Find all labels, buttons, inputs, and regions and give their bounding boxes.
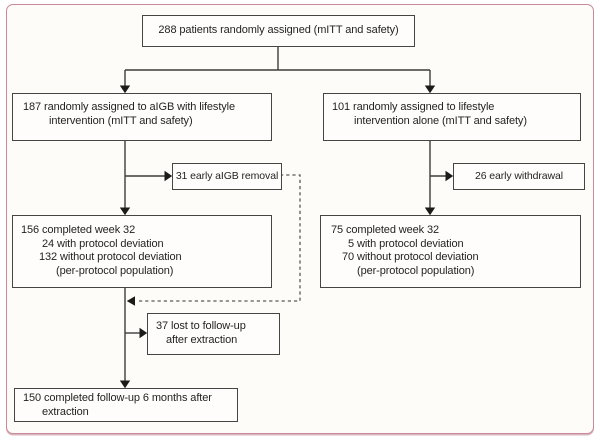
arrowhead-right-week32: [424, 207, 436, 216]
aigb-week32-line1: 156 completed week 32: [21, 224, 136, 236]
arrowhead-dashed-rejoin: [126, 296, 135, 306]
lifestyle-week32-line4: (per-protocol population): [357, 264, 475, 277]
aigb-week32-line4: (per-protocol population): [56, 264, 174, 277]
lifestyle-arm-line1: 101 randomly assigned to lifestyle: [332, 101, 495, 113]
box-lifestyle-arm: 101 randomly assigned to lifestyle inter…: [323, 93, 581, 141]
box-lost-followup: 37 lost to follow-up after extraction: [147, 313, 280, 355]
box-aigb-week32: 156 completed week 32 24 with protocol d…: [12, 215, 272, 288]
box-early-removal: 31 early aIGB removal: [172, 163, 282, 190]
lost-followup-line2: after extraction: [166, 333, 238, 346]
lifestyle-week32-line1: 75 completed week 32: [331, 224, 440, 236]
randomized-text: 288 patients randomly assigned (mITT and…: [158, 24, 399, 37]
arrowhead-lost-followup: [139, 327, 148, 339]
arrowhead-removal: [164, 170, 173, 182]
lifestyle-week32-line2: 5 with protocol deviation: [348, 237, 464, 250]
box-early-withdrawal: 26 early withdrawal: [453, 163, 585, 190]
lifestyle-week32-line3: 70 without protocol deviation: [342, 251, 479, 263]
completed-followup-line1: 150 completed follow-up 6 months after: [23, 392, 212, 404]
lifestyle-arm-line2: intervention alone (mITT and safety): [354, 114, 527, 127]
completed-followup-line2: extraction: [42, 405, 89, 418]
arrowhead-right-arm: [424, 85, 436, 94]
aigb-arm-line1: 187 randomly assigned to aIGB with lifes…: [23, 101, 236, 113]
early-removal-text: 31 early aIGB removal: [175, 169, 279, 182]
arrowhead-left-week32: [119, 207, 131, 216]
early-withdrawal-text: 26 early withdrawal: [475, 169, 563, 182]
aigb-arm-line2: intervention (mITT and safety): [49, 114, 193, 127]
box-aigb-arm: 187 randomly assigned to aIGB with lifes…: [12, 93, 272, 141]
connector-dashed-rejoin: [136, 174, 301, 302]
box-lifestyle-week32: 75 completed week 32 5 with protocol dev…: [320, 215, 581, 288]
arrowhead-left-arm: [119, 85, 131, 94]
box-randomized: 288 patients randomly assigned (mITT and…: [142, 15, 415, 47]
arrowhead-withdrawal: [445, 170, 454, 182]
lost-followup-line1: 37 lost to follow-up: [156, 320, 246, 332]
arrowhead-completed-followup: [119, 380, 131, 389]
aigb-week32-line3: 132 without protocol deviation: [39, 251, 182, 263]
box-completed-followup: 150 completed follow-up 6 months after e…: [14, 388, 238, 422]
aigb-week32-line2: 24 with protocol deviation: [42, 237, 164, 250]
